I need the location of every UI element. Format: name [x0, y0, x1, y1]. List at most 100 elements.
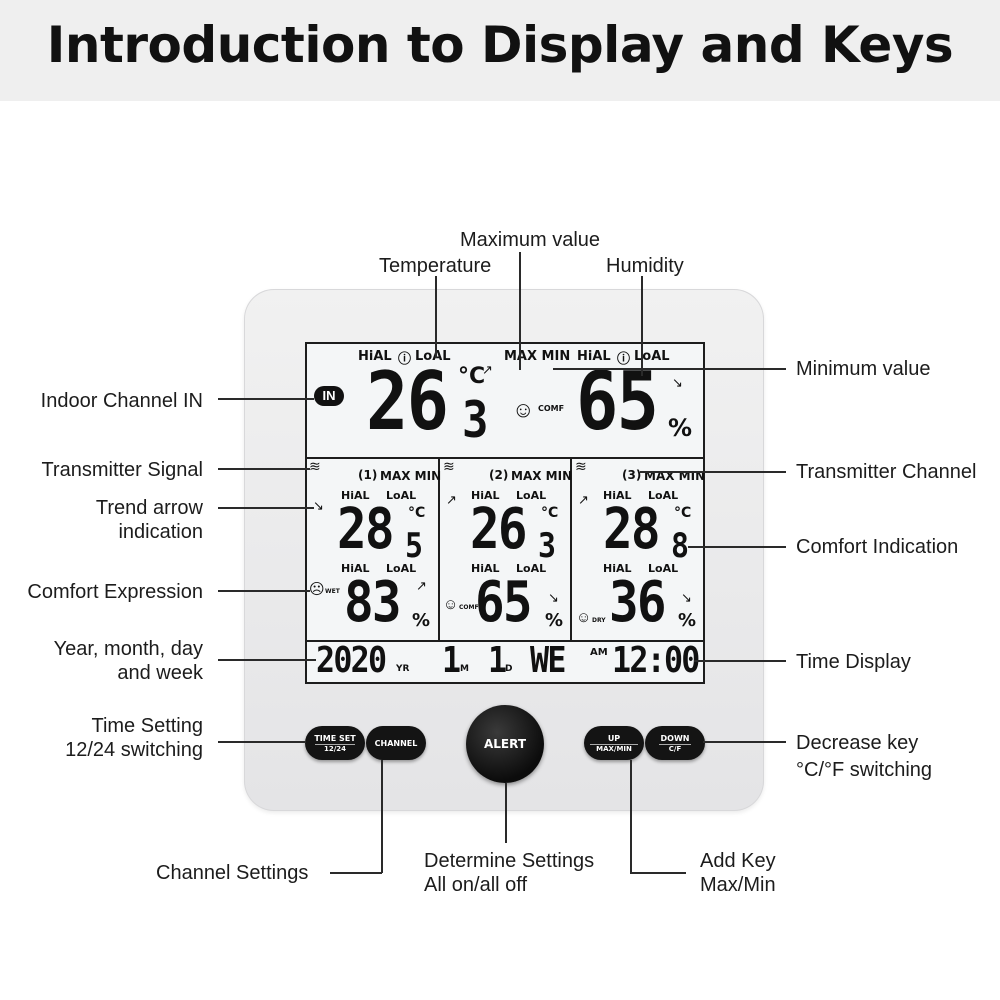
ch1-comfort: WET: [325, 588, 340, 595]
label-channel-settings: Channel Settings: [156, 862, 309, 884]
callout-line-in: [218, 398, 314, 400]
year-unit: YR: [396, 664, 410, 674]
ch1-number: (1): [358, 468, 378, 482]
callout-line-min: [553, 368, 786, 370]
ch3-humidity: 36: [609, 570, 667, 635]
ch2-maxmin: MAX MIN: [511, 469, 573, 483]
down-button[interactable]: DOWN C/F: [645, 726, 705, 760]
label-date-2: and week: [117, 662, 203, 684]
ch1-humidity: 83: [344, 570, 402, 635]
time-display: 12:00: [612, 640, 700, 681]
label-humidity: Humidity: [606, 255, 684, 277]
am-indicator: AM: [590, 647, 608, 658]
time-set-button[interactable]: TIME SET 12/24: [305, 726, 365, 760]
label-minimum-value: Minimum value: [796, 358, 931, 380]
ch2-humidity: 65: [475, 570, 533, 635]
ch1-maxmin: MAX MIN: [380, 469, 442, 483]
screen-divider-top: [305, 457, 705, 459]
label-decrease-key-1: Decrease key: [796, 732, 919, 754]
year-display: 2020: [316, 640, 387, 681]
callout-line-humidity: [641, 276, 643, 376]
callout-line-max: [519, 252, 521, 370]
callout-line-channelset: [381, 760, 383, 873]
ch3-loal: LoAL: [648, 489, 679, 502]
label-determine-2: All on/all off: [424, 874, 528, 896]
callout-line-channel: [640, 471, 786, 473]
callout-line-time: [694, 660, 786, 662]
indoor-in-badge: IN: [314, 386, 344, 406]
sad-face-icon: ☹: [309, 581, 325, 598]
trend-arrow-icon: ↘: [548, 590, 559, 605]
label-transmitter-signal: Transmitter Signal: [41, 459, 203, 481]
label-temperature: Temperature: [379, 255, 492, 277]
ch1-loal: LoAL: [386, 489, 417, 502]
ch3-temperature-decimal: 8: [671, 526, 689, 566]
indoor-celsius: °C: [458, 364, 486, 389]
day-unit: D: [505, 664, 513, 674]
humidity-hial: HiAL: [577, 349, 611, 364]
trend-arrow-icon: ↗: [416, 578, 427, 593]
alarm-icon: ⓘ: [617, 352, 631, 367]
label-determine-1: Determine Settings: [424, 850, 595, 872]
callout-line-add: [630, 760, 632, 873]
time-set-label: TIME SET: [314, 734, 356, 743]
ch3-hial2: HiAL: [603, 562, 632, 575]
down-label: DOWN: [660, 734, 690, 743]
label-date-1: Year, month, day: [53, 638, 203, 660]
label-trend-arrow-2: indication: [118, 521, 203, 543]
humidity-loal: LoAL: [634, 349, 670, 364]
callout-line-comfort: [688, 546, 786, 548]
trend-arrow-icon: ↗: [482, 362, 493, 377]
ch2-loal: LoAL: [516, 489, 547, 502]
maxmin-indicator: MAX MIN: [504, 349, 571, 364]
up-sublabel: MAX/MIN: [590, 744, 638, 753]
label-time-display: Time Display: [796, 651, 911, 673]
up-button[interactable]: UP MAX/MIN: [584, 726, 644, 760]
callout-line-channelset-h: [330, 872, 382, 874]
lcd-screen: [305, 342, 705, 684]
label-add-key-1: Add Key: [700, 850, 776, 872]
indoor-loal: LoAL: [415, 349, 451, 364]
down-sublabel: C/F: [659, 744, 691, 753]
channel-button[interactable]: CHANNEL: [366, 726, 426, 760]
up-label: UP: [607, 734, 621, 743]
trend-arrow-icon: ↘: [681, 590, 692, 605]
ch1-hial2: HiAL: [341, 562, 370, 575]
ch1-celsius: °C: [408, 505, 426, 521]
smiley-icon: ☺: [512, 397, 535, 422]
alert-button[interactable]: ALERT: [466, 705, 544, 783]
screen-divider-v2: [570, 457, 572, 641]
trend-arrow-icon: ↗: [578, 492, 589, 507]
indoor-temperature: 26: [366, 355, 449, 448]
indoor-temperature-decimal: 3: [462, 391, 489, 449]
time-set-sublabel: 12/24: [315, 744, 355, 753]
ch2-temperature: 26: [470, 497, 528, 562]
label-trend-arrow-1: Trend arrow: [95, 497, 203, 519]
week-display: WE: [530, 640, 566, 681]
ch2-number: (2): [489, 468, 509, 482]
screen-divider-bottom: [305, 640, 705, 642]
ch3-loal2: LoAL: [648, 562, 679, 575]
indoor-humidity: 65: [576, 355, 659, 448]
ch3-temperature: 28: [603, 497, 661, 562]
ch3-hial: HiAL: [603, 489, 632, 502]
callout-line-date: [218, 659, 316, 661]
ch1-percent: %: [412, 610, 431, 631]
title-bar: [0, 0, 1000, 101]
label-maximum-value: Maximum value: [460, 229, 601, 251]
ch3-comfort: DRY: [592, 617, 606, 624]
trend-arrow-icon: ↘: [313, 498, 324, 513]
ch2-percent: %: [545, 610, 564, 631]
ch3-celsius: °C: [674, 505, 692, 521]
channel-label: CHANNEL: [374, 739, 418, 748]
month-display: 1: [442, 640, 461, 681]
callout-line-expression: [218, 590, 310, 592]
label-comfort-expression: Comfort Expression: [27, 581, 203, 603]
callout-line-temp: [435, 276, 437, 358]
indoor-comfort-text: COMF: [538, 404, 565, 413]
label-add-key-2: Max/Min: [700, 874, 776, 896]
callout-line-decrease: [703, 741, 786, 743]
callout-line-timeset: [218, 741, 306, 743]
signal-icon: ≋: [443, 458, 455, 474]
alarm-icon: ⓘ: [398, 352, 412, 367]
